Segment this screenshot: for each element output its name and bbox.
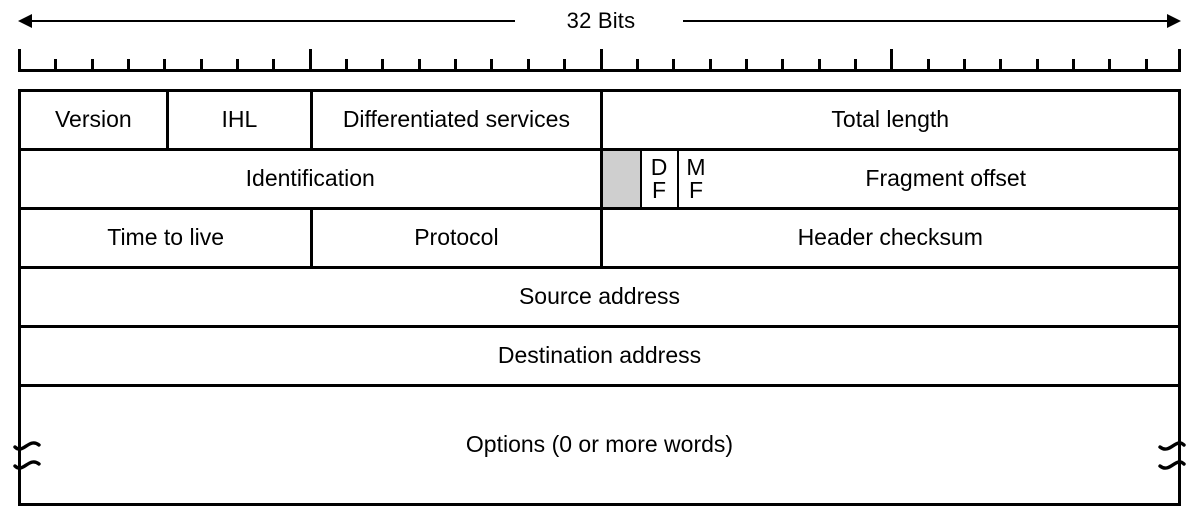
width-label: 32 Bits bbox=[515, 8, 687, 34]
width-arrow: 32 Bits bbox=[18, 8, 1181, 34]
ruler-tick-30 bbox=[1108, 59, 1112, 72]
arrow-line-left bbox=[28, 20, 518, 22]
ruler-tick-18 bbox=[672, 59, 676, 72]
field-fragment-offset: Fragment offset bbox=[865, 165, 1027, 192]
field-time-to-live: Time to live bbox=[107, 224, 224, 251]
mf-flag-letter-top: M bbox=[686, 154, 706, 181]
field-destination-address: Destination address bbox=[497, 342, 702, 369]
arrow-head-right-icon bbox=[1167, 14, 1181, 28]
field-ihl: IHL bbox=[165, 92, 311, 148]
table-row: Source address bbox=[21, 269, 1178, 328]
ruler-tick-19 bbox=[708, 59, 712, 72]
fragment-flags-group: D F M F bbox=[599, 151, 714, 207]
field-df-flag: D F bbox=[639, 151, 677, 207]
ruler-tick-28 bbox=[1035, 59, 1039, 72]
field-protocol: Protocol bbox=[310, 210, 599, 266]
df-flag-letter-bottom: F bbox=[651, 177, 667, 203]
ruler-tick-1 bbox=[54, 59, 58, 72]
ruler-tick-26 bbox=[962, 59, 966, 72]
ruler-tick-3 bbox=[127, 59, 131, 72]
field-total-length: Total length bbox=[599, 92, 1179, 148]
field-version: Version bbox=[54, 106, 132, 133]
ruler-tick-27 bbox=[999, 59, 1003, 72]
field-options: Options (0 or more words) bbox=[465, 431, 734, 458]
table-row: Options (0 or more words) bbox=[13, 387, 1186, 506]
ruler-tick-25 bbox=[926, 59, 930, 72]
ruler-tick-2 bbox=[90, 59, 94, 72]
ruler-tick-23 bbox=[853, 59, 857, 72]
mf-flag-letter-bottom: F bbox=[688, 177, 704, 203]
table-row: Destination address bbox=[21, 328, 1178, 387]
ruler-tick-32 bbox=[1178, 49, 1181, 72]
header-field-table: Version IHL Differentiated services Tota… bbox=[13, 89, 1186, 506]
ruler-tick-29 bbox=[1071, 59, 1075, 72]
ruler-tick-11 bbox=[417, 59, 421, 72]
ruler-tick-22 bbox=[817, 59, 821, 72]
ruler-tick-17 bbox=[635, 59, 639, 72]
df-flag-letter-top: D bbox=[650, 154, 668, 181]
bit-ruler bbox=[18, 48, 1181, 72]
table-row: Time to live Protocol Header checksum bbox=[21, 210, 1178, 269]
ruler-tick-4 bbox=[163, 59, 167, 72]
field-identification: Identification bbox=[245, 165, 375, 192]
ruler-tick-24 bbox=[890, 49, 894, 72]
ruler-tick-6 bbox=[236, 59, 240, 72]
arrow-head-left-icon bbox=[18, 14, 32, 28]
ruler-tick-20 bbox=[744, 59, 748, 72]
ruler-tick-21 bbox=[781, 59, 785, 72]
ruler-tick-12 bbox=[454, 59, 458, 72]
ruler-tick-8 bbox=[308, 49, 312, 72]
arrow-line-right bbox=[683, 20, 1169, 22]
ruler-tick-13 bbox=[490, 59, 494, 72]
ruler-tick-7 bbox=[272, 59, 276, 72]
ruler-tick-10 bbox=[381, 59, 385, 72]
field-header-checksum: Header checksum bbox=[599, 210, 1179, 266]
ruler-tick-16 bbox=[599, 49, 603, 72]
field-source-address: Source address bbox=[518, 283, 681, 310]
ruler-tick-14 bbox=[526, 59, 530, 72]
ruler-tick-5 bbox=[199, 59, 203, 72]
ruler-tick-9 bbox=[345, 59, 349, 72]
field-mf-flag: M F bbox=[676, 151, 714, 207]
ruler-tick-0 bbox=[18, 49, 21, 72]
ruler-tick-31 bbox=[1144, 59, 1148, 72]
ruler-tick-15 bbox=[563, 59, 567, 72]
table-row: Version IHL Differentiated services Tota… bbox=[21, 92, 1178, 151]
table-row: Identification D F M F Fragment offset bbox=[21, 151, 1178, 210]
field-differentiated-services: Differentiated services bbox=[310, 92, 599, 148]
field-reserved-bit bbox=[602, 151, 640, 207]
